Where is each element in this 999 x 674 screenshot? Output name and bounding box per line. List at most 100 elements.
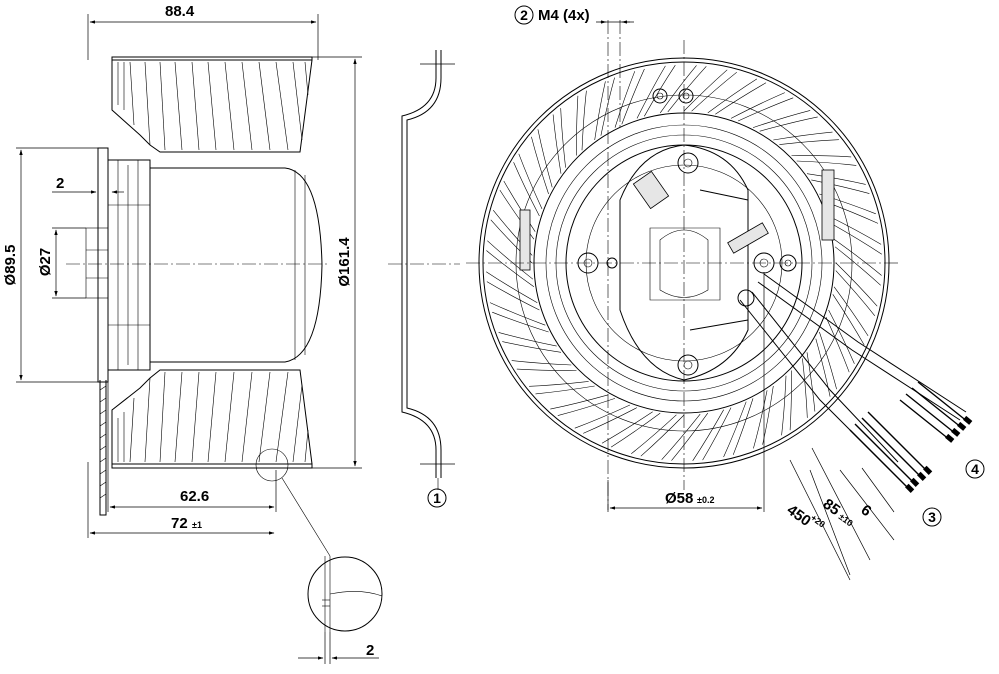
- callout-4-circle: [965, 459, 985, 479]
- dim-depth-72: 72: [171, 515, 188, 532]
- dim-cable-450: 450: [784, 501, 814, 529]
- blade: [502, 341, 562, 353]
- blade-envelope: [111, 59, 313, 465]
- blade-edge: [560, 108, 566, 168]
- detail-marker-circle: [255, 448, 289, 482]
- blade-edge: [834, 246, 881, 286]
- detail-leader: [281, 477, 331, 557]
- blade: [702, 407, 732, 461]
- blade-edge: [600, 77, 615, 136]
- blade-edge: [830, 223, 882, 255]
- blade: [557, 398, 616, 416]
- blade-edge: [661, 413, 701, 460]
- blade-edge: [503, 180, 536, 232]
- dim-flange-thickness: 2: [56, 175, 64, 192]
- hub-details: [85, 160, 150, 370]
- blade: [614, 71, 636, 128]
- front-dimensions: [596, 20, 895, 581]
- blade: [516, 368, 577, 371]
- cable-bundle: [739, 273, 973, 493]
- blade-edge: [574, 404, 631, 429]
- blade: [576, 95, 579, 156]
- blade-edge: [631, 414, 677, 455]
- blade-edge: [796, 160, 857, 166]
- blade-edge: [811, 179, 870, 194]
- blade-edge: [802, 358, 808, 418]
- dim-bolt-circle: Ø58: [665, 490, 693, 507]
- blade-edge: [550, 394, 609, 410]
- blade: [730, 92, 785, 119]
- flange-plate: [97, 147, 109, 383]
- blade: [828, 309, 855, 364]
- blade-edge: [815, 338, 831, 397]
- blade: [773, 131, 833, 141]
- dim-detail-thickness: 2: [366, 642, 374, 659]
- blade: [791, 155, 852, 158]
- blade-edge: [601, 411, 653, 444]
- blade: [707, 78, 758, 114]
- blade-edge: [835, 270, 876, 316]
- blade-edge: [692, 409, 724, 461]
- blade-housing-top: [111, 56, 313, 61]
- blade-edge: [753, 390, 768, 449]
- blade-edge: [487, 240, 534, 280]
- blade-edge: [667, 66, 707, 113]
- blade-edge: [581, 90, 587, 151]
- blade: [594, 81, 606, 141]
- blade-edge: [518, 153, 543, 210]
- front-view: [466, 20, 900, 510]
- blade: [752, 110, 811, 128]
- blade: [492, 311, 549, 333]
- blade: [531, 136, 549, 195]
- blade: [552, 114, 562, 174]
- blade-edge: [779, 139, 839, 145]
- dim-wheel-diameter: Ø161.4: [336, 237, 353, 287]
- blade: [806, 173, 866, 185]
- blade-housing-bottom: [111, 463, 313, 469]
- blade: [762, 385, 774, 445]
- dim-inner-diameter: Ø27: [37, 248, 54, 276]
- callout-1-circle: [427, 488, 447, 508]
- blade: [513, 162, 540, 217]
- blade: [499, 189, 535, 240]
- dim-outer-diameter: Ø89.5: [2, 245, 19, 286]
- blade-edge: [511, 360, 572, 366]
- blade-edge: [529, 381, 589, 387]
- dim-overall-depth: 88.4: [165, 3, 195, 20]
- cable-side: [99, 380, 107, 516]
- blade: [486, 250, 535, 288]
- callout-4: 4: [971, 461, 979, 477]
- blade: [833, 238, 882, 276]
- blade-lines-top: [117, 61, 309, 151]
- blade: [636, 65, 666, 119]
- callout-3: 3: [928, 509, 936, 525]
- motor-body: [149, 167, 323, 363]
- blade-lines-bottom: [117, 371, 309, 463]
- callout-1: 1: [433, 490, 441, 506]
- brand-logo-plate: [727, 222, 769, 254]
- callout-2-text: M4 (4x): [538, 7, 590, 24]
- inlet-ring-view: [388, 50, 460, 490]
- blade: [828, 215, 882, 245]
- blade-edge: [489, 302, 546, 326]
- blade: [806, 352, 816, 412]
- blade-edge: [723, 401, 747, 458]
- blade: [671, 412, 709, 461]
- wheel-label-plate-2: [519, 209, 531, 271]
- blade: [833, 286, 869, 337]
- blade: [583, 407, 638, 434]
- blade: [732, 398, 754, 455]
- wheel-label-plate: [821, 169, 835, 241]
- blade-edge: [781, 375, 787, 436]
- detail-view: [298, 556, 383, 664]
- blade: [819, 331, 837, 390]
- blade-edge: [832, 294, 865, 346]
- blade-edge: [715, 82, 767, 115]
- blade: [640, 414, 685, 457]
- blade: [789, 370, 792, 431]
- side-dimensions: [16, 14, 362, 538]
- motor-label-plate: [632, 170, 670, 210]
- blade: [683, 69, 728, 112]
- callout-3-circle: [922, 507, 942, 527]
